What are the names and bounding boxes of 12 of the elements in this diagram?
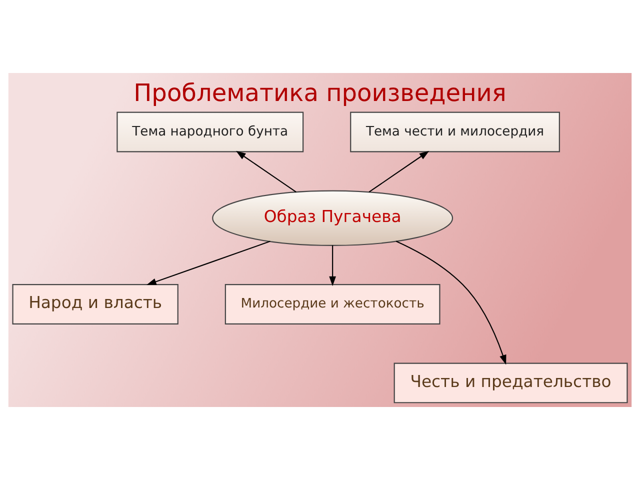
diagram-title: Проблематика произведения bbox=[134, 78, 506, 107]
arrow bbox=[368, 150, 430, 193]
node-ellipse: Образ Пугачева bbox=[212, 190, 454, 246]
node-box: Честь и предательство bbox=[394, 362, 628, 404]
arrow bbox=[236, 150, 296, 193]
arrow bbox=[396, 240, 506, 365]
arrow bbox=[329, 245, 336, 286]
node-box: Тема народного бунта bbox=[116, 112, 304, 152]
node-box: Тема чести и милосердия bbox=[350, 112, 560, 152]
node-box: Народ и власть bbox=[12, 284, 178, 324]
arrow bbox=[146, 240, 270, 286]
node-box: Милосердие и жестокость bbox=[224, 284, 440, 324]
